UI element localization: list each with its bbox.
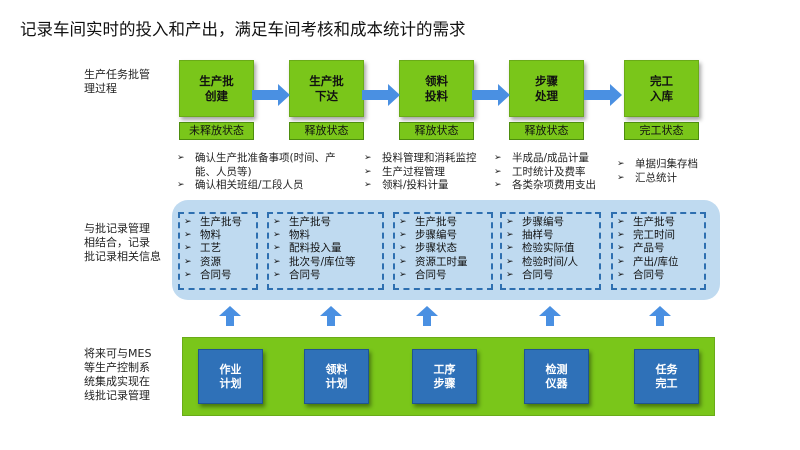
list-item: 单据归集存档 [617,158,717,172]
list-item: 投料管理和消耗监控 [364,152,494,166]
stage-box: 生产批创建 [179,60,254,117]
system-box-task: 任务完工 [634,349,699,404]
list-item: 步骤状态 [399,242,487,255]
list-item: 领料/投料计量 [364,179,494,193]
stage-box: 完工入库 [624,60,699,117]
stage-status: 完工状态 [624,122,699,140]
list-item: 物料 [273,229,378,242]
list-item: 生产批号 [617,216,700,229]
stage-box: 步骤处理 [509,60,584,117]
list-item: 合同号 [273,269,378,282]
record-box-complete: 生产批号 完工时间 产品号 产出/库位 合同号 [611,212,706,290]
stage-box: 领料投料 [399,60,474,117]
list-item: 产出/库位 [617,256,700,269]
stage-box: 生产批下达 [289,60,364,117]
integration-label: 将来可与MES 等生产控制系 统集成实现在 线批记录管理 [84,347,152,402]
list-item: 合同号 [506,269,595,282]
list-item: 完工时间 [617,229,700,242]
stage-complete: 完工入库 完工状态 [624,60,699,142]
list-item: 生产批号 [273,216,378,229]
arrow-up-icon [649,306,671,326]
list-item: 资源 [184,256,252,269]
stage-bullets-3: 半成品/成品计量 工时统计及费率 各类杂项费用支出 [494,152,614,193]
page-title: 记录车间实时的投入和产出，满足车间考核和成本统计的需求 [20,20,466,39]
arrow-right-icon [584,84,622,106]
list-item: 检验实际值 [506,242,595,255]
list-item: 抽样号 [506,229,595,242]
list-item: 生产批号 [399,216,487,229]
list-item: 确认生产批准备事项(时间、产能、人员等) [177,152,357,179]
list-item: 汇总统计 [617,172,717,186]
stage-release: 生产批下达 释放状态 [289,60,364,142]
list-item: 工艺 [184,242,252,255]
stage-step: 步骤处理 释放状态 [509,60,584,142]
stage-status: 未释放状态 [179,122,254,140]
stage-status: 释放状态 [399,122,474,140]
list-item: 各类杂项费用支出 [494,179,614,193]
list-item: 工时统计及费率 [494,166,614,180]
record-box-material: 生产批号 步骤编号 步骤状态 资源工时量 合同号 [393,212,493,290]
system-box-process: 工序步骤 [412,349,477,404]
system-box-material-plan: 领料计划 [304,349,369,404]
record-box-create: 生产批号 物料 工艺 资源 合同号 [178,212,258,290]
system-box-instrument: 检测仪器 [524,349,589,404]
arrow-right-icon [472,84,510,106]
list-item: 合同号 [617,269,700,282]
record-box-release: 生产批号 物料 配料投入量 批次号/库位等 合同号 [267,212,384,290]
list-item: 步骤编号 [399,229,487,242]
stage-bullets-2: 投料管理和消耗监控 生产过程管理 领料/投料计量 [364,152,494,193]
list-item: 合同号 [399,269,487,282]
list-item: 生产批号 [184,216,252,229]
list-item: 半成品/成品计量 [494,152,614,166]
arrow-up-icon [539,306,561,326]
stage-status: 释放状态 [289,122,364,140]
process-label: 生产任务批管 理过程 [84,68,150,95]
arrow-up-icon [416,306,438,326]
list-item: 配料投入量 [273,242,378,255]
arrow-up-icon [320,306,342,326]
record-box-step: 步骤编号 抽样号 检验实际值 检验时间/人 合同号 [500,212,601,290]
stage-create: 生产批创建 未释放状态 [179,60,254,142]
list-item: 产品号 [617,242,700,255]
list-item: 确认相关班组/工段人员 [177,179,357,193]
list-item: 合同号 [184,269,252,282]
list-item: 资源工时量 [399,256,487,269]
list-item: 物料 [184,229,252,242]
list-item: 生产过程管理 [364,166,494,180]
system-box-plan: 作业计划 [198,349,263,404]
arrow-right-icon [252,84,290,106]
list-item: 步骤编号 [506,216,595,229]
stage-bullets-4: 单据归集存档 汇总统计 [617,158,717,185]
stage-status: 释放状态 [509,122,584,140]
list-item: 批次号/库位等 [273,256,378,269]
stage-bullets-1: 确认生产批准备事项(时间、产能、人员等) 确认相关班组/工段人员 [177,152,357,193]
stage-material: 领料投料 释放状态 [399,60,474,142]
list-item: 检验时间/人 [506,256,595,269]
arrow-right-icon [362,84,400,106]
records-label: 与批记录管理 相结合，记录 批记录相关信息 [84,222,161,263]
arrow-up-icon [219,306,241,326]
